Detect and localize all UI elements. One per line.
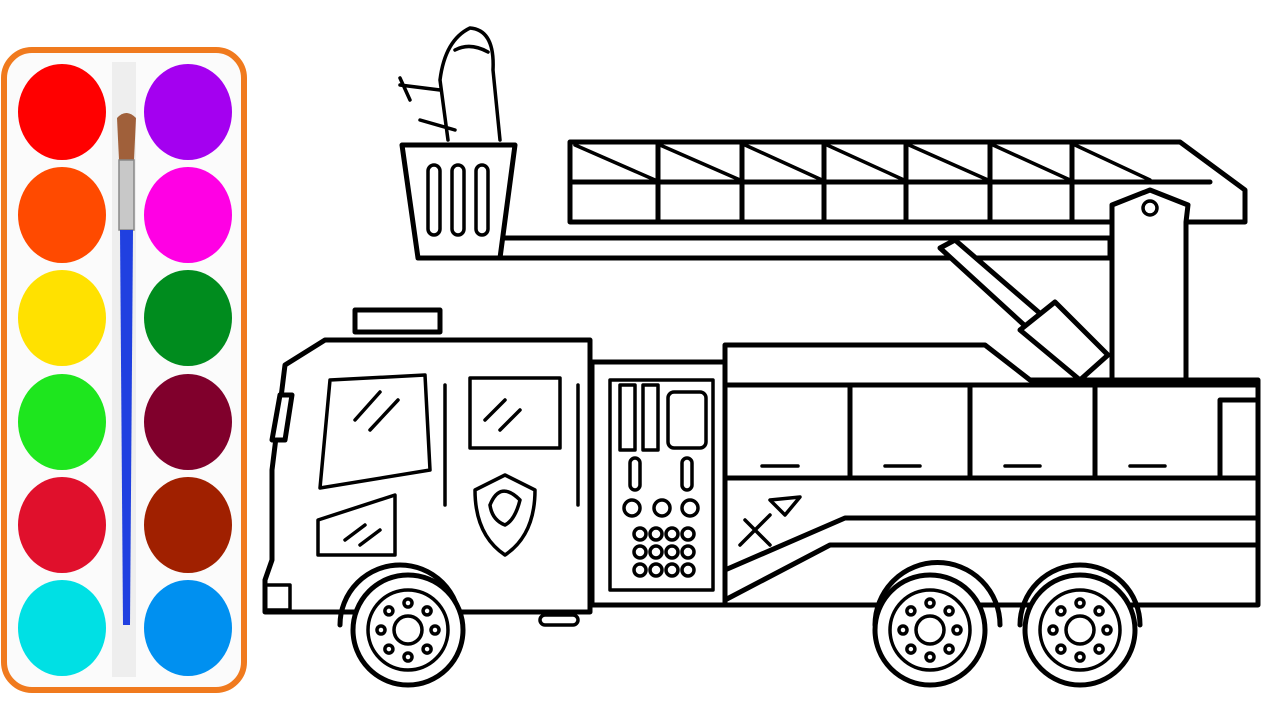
paint-swatch[interactable] xyxy=(144,64,232,160)
brush-ferrule xyxy=(118,159,135,231)
wheel-arch xyxy=(872,560,1003,628)
paint-swatch[interactable] xyxy=(18,167,106,263)
paint-swatch[interactable] xyxy=(18,580,106,676)
fire-truck-drawing xyxy=(262,26,1261,688)
panel-button xyxy=(632,544,648,560)
panel-button xyxy=(648,544,664,560)
paint-swatch[interactable] xyxy=(18,374,106,470)
wheel-icon xyxy=(872,572,988,688)
panel-button xyxy=(632,526,648,542)
panel-knob xyxy=(622,498,642,518)
wheel-arch xyxy=(1017,562,1143,628)
paint-swatch[interactable] xyxy=(144,270,232,366)
firefighter-bucket xyxy=(398,26,518,261)
wheel-icon xyxy=(350,572,466,688)
paint-swatch[interactable] xyxy=(18,64,106,160)
panel-button xyxy=(648,562,664,578)
paint-swatch[interactable] xyxy=(144,477,232,573)
panel-button xyxy=(664,544,680,560)
brush-bristles xyxy=(117,113,136,160)
panel-button xyxy=(680,526,696,542)
panel-button xyxy=(664,526,680,542)
ladder xyxy=(497,139,1248,383)
brush-handle xyxy=(120,230,133,625)
panel-button xyxy=(664,562,680,578)
paint-swatch[interactable] xyxy=(144,580,232,676)
truck-rear-body xyxy=(722,342,1261,608)
paint-swatch[interactable] xyxy=(144,374,232,470)
paint-swatch[interactable] xyxy=(18,477,106,573)
panel-button xyxy=(680,544,696,560)
paint-swatch[interactable] xyxy=(144,167,232,263)
panel-knob xyxy=(652,498,672,518)
panel-button xyxy=(680,562,696,578)
panel-knob xyxy=(680,498,700,518)
paint-swatch[interactable] xyxy=(18,270,106,366)
panel-button xyxy=(632,562,648,578)
panel-button xyxy=(648,526,664,542)
paintbrush-icon[interactable] xyxy=(117,113,136,625)
wheel-icon xyxy=(1022,572,1138,688)
